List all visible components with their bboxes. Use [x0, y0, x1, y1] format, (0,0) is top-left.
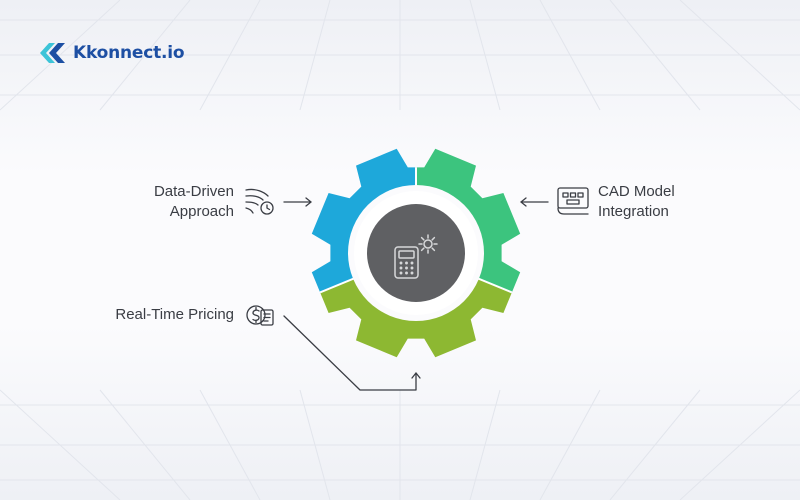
- connector-arrows: [283, 197, 549, 391]
- brand-logo[interactable]: Kkonnect.io: [38, 38, 185, 68]
- label-data-driven-approach: Data-Driven Approach: [153, 183, 234, 220]
- wind-clock-icon: [245, 188, 274, 215]
- brand-name: Kkonnect.io: [73, 43, 185, 63]
- kkonnect-logo-icon: [40, 43, 65, 63]
- cad-blueprint-icon: [557, 187, 589, 215]
- label-real-time-pricing: Real-Time Pricing: [115, 306, 234, 323]
- dollar-receipt-icon: [246, 305, 274, 326]
- arrow-real-time-pricing: [283, 315, 417, 391]
- label-cad-model-integration: CAD Model Integration: [598, 183, 675, 220]
- calculator-gear-icon: [394, 234, 438, 279]
- hub-center[interactable]: [367, 204, 465, 302]
